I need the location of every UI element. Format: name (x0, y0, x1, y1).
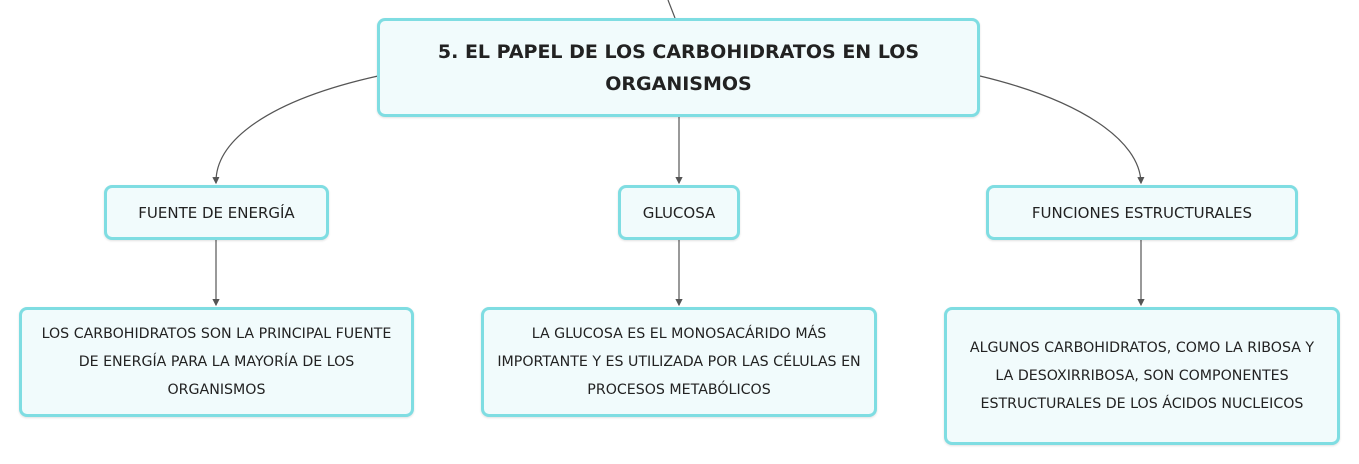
branch-node-structural[interactable]: FUNCIONES ESTRUCTURALES (986, 185, 1298, 240)
branch-label-structural: FUNCIONES ESTRUCTURALES (1031, 203, 1253, 222)
detail-text-structural: ALGUNOS CARBOHIDRATOS, COMO LA RIBOSA Y … (969, 340, 1315, 412)
root-topic-node[interactable]: 5. EL PAPEL DE LOS CARBOHIDRATOS EN LOS … (377, 18, 980, 117)
branch-node-glucose[interactable]: GLUCOSA (618, 185, 740, 240)
detail-node-glucose[interactable]: LA GLUCOSA ES EL MONOSACÁRIDO MÁS IMPORT… (481, 307, 877, 417)
detail-text-energy: LOS CARBOHIDRATOS SON LA PRINCIPAL FUENT… (41, 326, 392, 398)
connector-root-to-energy (212, 75, 379, 185)
connector-parent-to-root (667, 0, 676, 19)
detail-node-energy[interactable]: LOS CARBOHIDRATOS SON LA PRINCIPAL FUENT… (19, 307, 414, 417)
root-topic-title: 5. EL PAPEL DE LOS CARBOHIDRATOS EN LOS … (437, 40, 920, 95)
branch-label-energy: FUENTE DE ENERGÍA (138, 203, 295, 222)
detail-node-structural[interactable]: ALGUNOS CARBOHIDRATOS, COMO LA RIBOSA Y … (944, 307, 1340, 445)
branch-node-energy[interactable]: FUENTE DE ENERGÍA (104, 185, 329, 240)
detail-text-glucose: LA GLUCOSA ES EL MONOSACÁRIDO MÁS IMPORT… (497, 326, 861, 398)
branch-label-glucose: GLUCOSA (642, 203, 716, 222)
connector-root-to-structural (979, 75, 1145, 185)
